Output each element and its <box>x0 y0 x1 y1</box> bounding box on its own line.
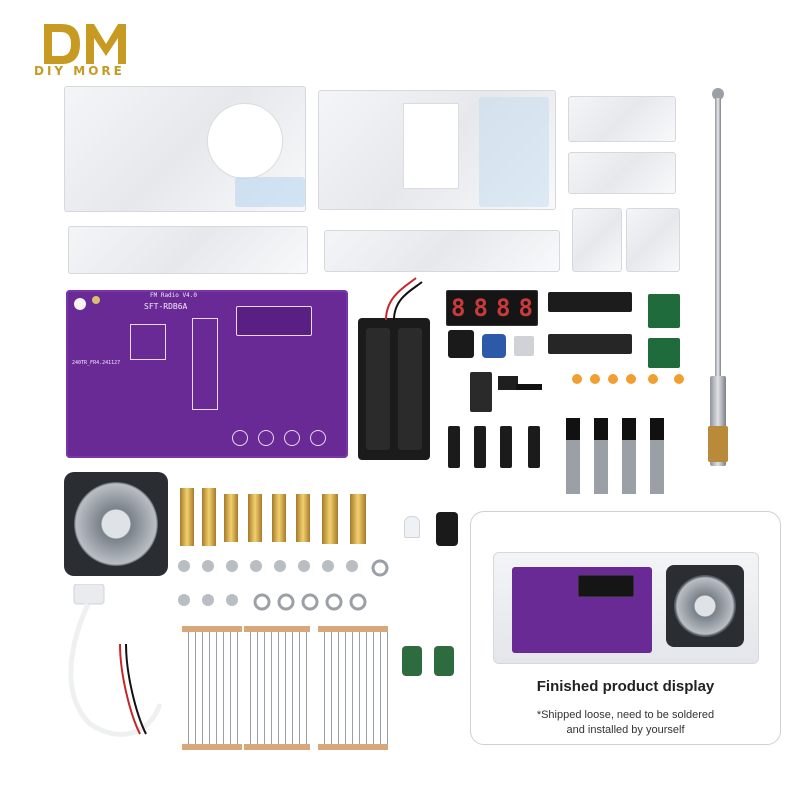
panel-note: *Shipped loose, need to be soldered and … <box>471 708 780 738</box>
finished-speaker <box>666 565 744 647</box>
display-digit: 8 <box>518 294 533 322</box>
brass-standoff <box>296 494 310 542</box>
screws-and-nuts <box>178 559 389 611</box>
brass-standoff <box>202 488 216 546</box>
battery-wires <box>385 277 423 321</box>
acrylic-long-strip <box>324 230 560 272</box>
resistor-strip <box>318 626 388 750</box>
acrylic-front-panel <box>64 86 306 212</box>
ceramic-capacitor <box>572 374 582 384</box>
pcb-mount-hole <box>92 296 100 304</box>
push-button <box>500 426 512 468</box>
usb-socket <box>470 372 492 412</box>
ceramic-capacitor <box>626 374 636 384</box>
acrylic-side-piece <box>568 96 676 142</box>
display-digit: 8 <box>451 294 466 322</box>
fm-module <box>648 294 680 328</box>
pcb-button-pad <box>232 430 248 446</box>
acrylic-top-panel <box>318 90 556 210</box>
push-button <box>528 426 540 468</box>
led <box>404 516 420 538</box>
brass-standoff <box>322 494 338 544</box>
ceramic-capacitor <box>648 374 658 384</box>
finished-product-panel: Finished product display *Shipped loose,… <box>470 511 781 745</box>
battery-slot <box>366 328 390 450</box>
pcb-button-pad <box>310 430 326 446</box>
usb-cable <box>68 584 163 737</box>
diy-more-logo <box>44 24 126 64</box>
seven-segment-display: 8 8 8 8 <box>446 290 538 326</box>
antenna-rod <box>715 98 721 378</box>
acrylic-square-piece <box>572 208 622 272</box>
brass-standoff <box>224 494 238 542</box>
fm-radio-pcb: FM Radio V4.0 SFT-RDB6A 240TR_FR4.241127 <box>66 290 348 458</box>
pin-header <box>516 384 542 390</box>
protective-film <box>235 177 305 207</box>
pcb-button-pad <box>258 430 274 446</box>
speaker-cone <box>74 482 158 566</box>
push-button <box>448 426 460 468</box>
pcb-model: SFT-RDB6A <box>144 302 188 311</box>
display-digit: 8 <box>473 294 488 322</box>
brass-standoff <box>180 488 194 546</box>
pcb-mount-hole <box>74 298 86 310</box>
transistor <box>622 418 636 494</box>
resistor-strip <box>182 626 242 750</box>
ceramic-capacitor <box>608 374 618 384</box>
transistor <box>650 418 664 494</box>
battery-holder <box>358 318 430 460</box>
ceramic-capacitor <box>674 374 684 384</box>
electrolytic-capacitor <box>434 646 454 676</box>
brand-name: DIY MORE <box>34 64 125 78</box>
transistor <box>566 418 580 494</box>
speaker <box>64 472 168 576</box>
protective-film <box>479 97 549 207</box>
pcb-module-footprint <box>130 324 166 360</box>
telescopic-antenna <box>706 88 732 468</box>
panel-title: Finished product display <box>536 678 715 695</box>
acrylic-square-piece <box>626 208 680 272</box>
audio-jack <box>448 330 474 358</box>
ic-socket <box>548 292 632 312</box>
acrylic-long-strip <box>68 226 308 274</box>
slide-switch <box>498 376 518 390</box>
pcb-title: FM Radio V4.0 <box>150 292 197 299</box>
amp-module <box>648 338 680 368</box>
panel-note-line: *Shipped loose, need to be soldered <box>536 709 715 721</box>
speaker-cutout <box>207 103 283 179</box>
battery-slot <box>398 328 422 450</box>
pcb-button-pad <box>284 430 300 446</box>
transistor <box>594 418 608 494</box>
antenna-mount <box>708 426 728 462</box>
brass-standoff <box>248 494 262 542</box>
display-window <box>403 103 459 189</box>
pcb-serial: 240TR_FR4.241127 <box>72 360 121 366</box>
antenna-tip <box>712 88 724 100</box>
potentiometer <box>482 334 506 358</box>
brass-standoff <box>272 494 286 542</box>
pcb-ic-footprint <box>192 318 218 410</box>
finished-display <box>578 575 634 597</box>
pcb-display-footprint <box>236 306 312 336</box>
ceramic-capacitor <box>590 374 600 384</box>
panel-note-line: and installed by yourself <box>566 724 685 736</box>
finished-speaker-cone <box>674 575 736 637</box>
brass-standoff <box>350 494 366 544</box>
finished-radio-photo <box>493 552 759 664</box>
display-digit: 8 <box>496 294 511 322</box>
resistor-strip <box>244 626 310 750</box>
power-switch <box>514 336 534 356</box>
electrolytic-capacitor <box>402 646 422 676</box>
ic-chip <box>548 334 632 354</box>
electrolytic-capacitor <box>436 512 458 546</box>
push-button <box>474 426 486 468</box>
acrylic-side-piece <box>568 152 676 194</box>
